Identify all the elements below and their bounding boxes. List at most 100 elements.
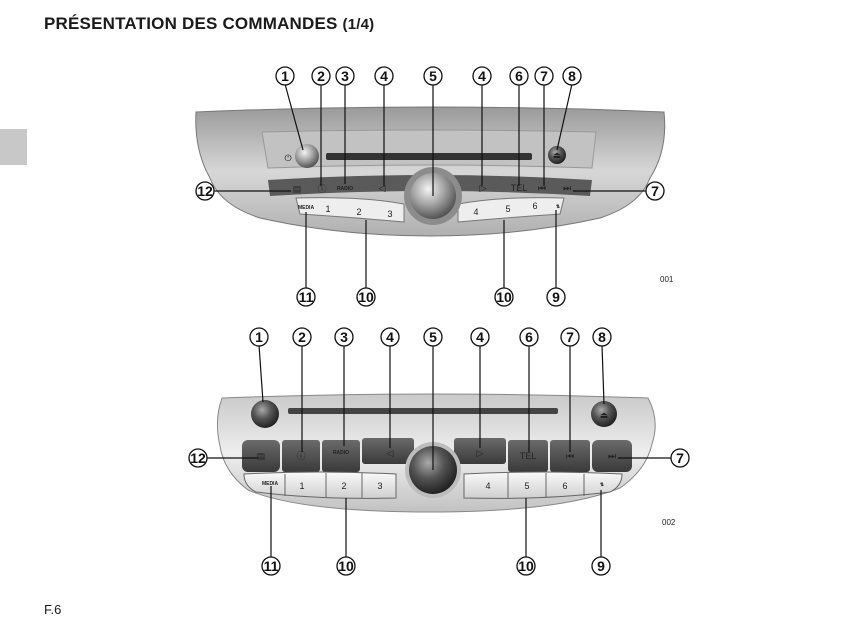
radio-illustration-1: ⏻ ⏏ ▤ ⓘ RADIO ◁ ▷ TEL ⏮ ⏭ MEDIA 1 2 3 4 … xyxy=(195,106,666,237)
svg-text:5: 5 xyxy=(429,329,437,345)
svg-text:10: 10 xyxy=(358,289,374,305)
callout2-7: 7 xyxy=(560,327,580,347)
preset-1[interactable]: 1 xyxy=(325,204,330,214)
radio-button-2[interactable]: RADIO xyxy=(333,450,349,456)
callout-7: 7 xyxy=(534,66,554,86)
svg-text:10: 10 xyxy=(518,558,534,574)
callout-10: 10 xyxy=(356,287,376,307)
callout2-10: 10 xyxy=(336,556,356,576)
callout2-1: 1 xyxy=(249,327,269,347)
chapter-tab xyxy=(0,129,27,165)
svg-text:6: 6 xyxy=(515,68,523,84)
media-button-2[interactable]: MEDIA xyxy=(262,481,279,487)
svg-text:⏭: ⏭ xyxy=(563,183,571,193)
callout2-11: 11 xyxy=(261,556,281,576)
svg-text:4: 4 xyxy=(476,329,484,345)
callout2-4: 4 xyxy=(380,327,400,347)
preset-3[interactable]: 3 xyxy=(387,209,392,219)
preset2-2[interactable]: 2 xyxy=(341,481,346,491)
callout-6: 6 xyxy=(509,66,529,86)
svg-text:⇅: ⇅ xyxy=(600,481,605,488)
svg-text:ⓘ: ⓘ xyxy=(317,184,326,194)
callout-2: 2 xyxy=(311,66,331,86)
svg-text:1: 1 xyxy=(255,329,263,345)
callout2-7b: 7 xyxy=(670,448,690,468)
svg-text:◁: ◁ xyxy=(387,448,394,458)
svg-text:5: 5 xyxy=(429,68,437,84)
leader-lines-1 xyxy=(213,83,646,288)
callout-12: 12 xyxy=(195,181,215,201)
svg-text:▷: ▷ xyxy=(477,448,484,458)
preset2-3[interactable]: 3 xyxy=(377,481,382,491)
callout2-6: 6 xyxy=(519,327,539,347)
callout2-3: 3 xyxy=(334,327,354,347)
svg-text:12: 12 xyxy=(197,183,213,199)
preset-4[interactable]: 4 xyxy=(473,207,478,217)
callout-1: 1 xyxy=(275,66,295,86)
preset2-5[interactable]: 5 xyxy=(524,481,529,491)
callout2-2: 2 xyxy=(292,327,312,347)
callout2-9: 9 xyxy=(591,556,611,576)
svg-text:7: 7 xyxy=(651,183,659,199)
callout-11: 11 xyxy=(296,287,316,307)
callout2-4b: 4 xyxy=(470,327,490,347)
svg-text:▤: ▤ xyxy=(293,184,302,194)
svg-text:7: 7 xyxy=(566,329,574,345)
svg-text:10: 10 xyxy=(496,289,512,305)
svg-text:7: 7 xyxy=(676,450,684,466)
svg-text:3: 3 xyxy=(341,68,349,84)
svg-text:ⓘ: ⓘ xyxy=(296,451,305,461)
svg-text:▷: ▷ xyxy=(480,183,487,193)
tel-button-2[interactable]: TEL xyxy=(520,451,537,461)
svg-text:▤: ▤ xyxy=(257,451,266,461)
preset2-6[interactable]: 6 xyxy=(562,481,567,491)
callouts-1: 1 2 3 4 5 4 6 7 8 12 7 11 10 10 9 xyxy=(195,66,665,307)
svg-text:8: 8 xyxy=(598,329,606,345)
svg-text:⏻: ⏻ xyxy=(284,153,291,163)
svg-text:9: 9 xyxy=(597,558,605,574)
svg-text:7: 7 xyxy=(540,68,548,84)
svg-text:⏮: ⏮ xyxy=(538,183,546,193)
svg-text:2: 2 xyxy=(317,68,325,84)
callout2-12: 12 xyxy=(188,448,208,468)
figure-code-2: 002 xyxy=(662,518,676,527)
preset-6[interactable]: 6 xyxy=(532,201,537,211)
page-title: PRÉSENTATION DES COMMANDES (1/4) xyxy=(44,14,375,33)
callout-8: 8 xyxy=(562,66,582,86)
callout2-8: 8 xyxy=(592,327,612,347)
preset2-1[interactable]: 1 xyxy=(299,481,304,491)
radio-button[interactable]: RADIO xyxy=(337,186,353,192)
svg-text:3: 3 xyxy=(340,329,348,345)
preset-2[interactable]: 2 xyxy=(356,207,361,217)
svg-text:4: 4 xyxy=(380,68,388,84)
callout2-5: 5 xyxy=(423,327,443,347)
svg-text:12: 12 xyxy=(190,450,206,466)
svg-text:⏏: ⏏ xyxy=(600,410,609,420)
tel-button[interactable]: TEL xyxy=(511,183,528,193)
svg-text:2: 2 xyxy=(298,329,306,345)
svg-text:⏏: ⏏ xyxy=(553,150,562,160)
preset2-4[interactable]: 4 xyxy=(485,481,490,491)
svg-text:9: 9 xyxy=(552,289,560,305)
svg-text:◁: ◁ xyxy=(379,183,386,193)
svg-text:1: 1 xyxy=(281,68,289,84)
svg-text:10: 10 xyxy=(338,558,354,574)
svg-text:⏮: ⏮ xyxy=(566,451,574,461)
callout-10b: 10 xyxy=(494,287,514,307)
callout-5: 5 xyxy=(423,66,443,86)
callout-9: 9 xyxy=(546,287,566,307)
page-number: F.6 xyxy=(44,602,62,617)
radio-illustration-2: ⏏ ▤ ⓘ RADIO ◁ ▷ TEL ⏮ ⏭ MEDIA 1 2 3 4 5 … xyxy=(216,393,656,513)
callout-3: 3 xyxy=(335,66,355,86)
preset-5[interactable]: 5 xyxy=(505,204,510,214)
figure-code-1: 001 xyxy=(660,275,674,284)
callout2-10b: 10 xyxy=(516,556,536,576)
callout-4: 4 xyxy=(374,66,394,86)
media-button[interactable]: MEDIA xyxy=(298,205,315,211)
leader-lines-2 xyxy=(207,344,671,558)
callout-7b: 7 xyxy=(645,181,665,201)
svg-text:6: 6 xyxy=(525,329,533,345)
callouts-2: 1 2 3 4 5 4 6 7 8 12 7 11 10 10 9 xyxy=(188,327,690,576)
svg-text:4: 4 xyxy=(386,329,394,345)
